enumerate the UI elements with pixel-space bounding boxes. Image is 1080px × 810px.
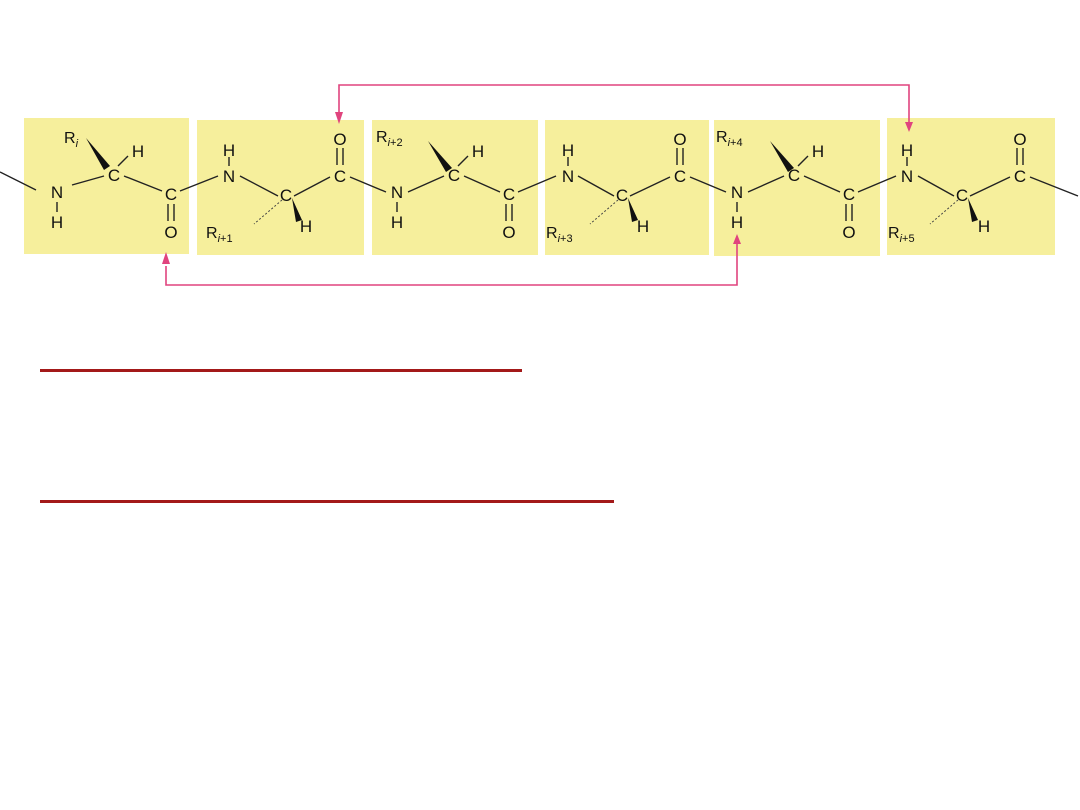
- atom-c: C: [334, 167, 346, 186]
- atom-h: H: [132, 142, 144, 161]
- atom-c: C: [956, 186, 968, 205]
- residue-box-3: [372, 120, 538, 255]
- atom-h: H: [391, 213, 403, 232]
- ch-bonds: [117, 155, 809, 167]
- atom-h: H: [812, 142, 824, 161]
- atom-n: N: [223, 167, 235, 186]
- hydrogen-bond-top: [335, 84, 913, 132]
- atom-c: C: [108, 166, 120, 185]
- r-group-label-6: Ri+5: [888, 225, 915, 245]
- atom-c: C: [503, 185, 515, 204]
- atom-n: N: [731, 183, 743, 202]
- side-bonds: [56, 148, 1024, 221]
- r-group-label-3: Ri+2: [376, 129, 403, 149]
- atom-h: H: [300, 217, 312, 236]
- atom-o: O: [502, 223, 515, 242]
- residue-box-4: [545, 120, 709, 255]
- atom-h: H: [731, 213, 743, 232]
- residue-box-6: [887, 118, 1055, 255]
- r-group-label-1: Ri: [64, 130, 79, 150]
- atom-o: O: [333, 130, 346, 149]
- atom-h: H: [472, 142, 484, 161]
- hydrogen-bond-bottom: [162, 234, 741, 286]
- atom-n: N: [391, 183, 403, 202]
- residue-box-1: [24, 118, 189, 254]
- atom-o: O: [673, 130, 686, 149]
- atom-h: H: [562, 141, 574, 160]
- residue-box-5: [714, 120, 880, 256]
- atom-c: C: [843, 185, 855, 204]
- arrow-down-icon: [335, 112, 343, 124]
- atom-c: C: [165, 185, 177, 204]
- atom-n: N: [901, 167, 913, 186]
- atom-h: H: [637, 217, 649, 236]
- atom-c: C: [1014, 167, 1026, 186]
- atom-n: N: [51, 183, 63, 202]
- atom-h: H: [51, 213, 63, 232]
- atom-n: N: [562, 167, 574, 186]
- underline-rule-1: [40, 369, 522, 372]
- wedge-bonds: [86, 138, 978, 222]
- atom-c: C: [280, 186, 292, 205]
- peptide-alpha-helix-hbond-diagram: N H C H C O H N C H O C N H C H C O H N …: [0, 84, 1079, 286]
- r-group-label-4: Ri+3: [546, 225, 573, 245]
- arrow-up-icon: [733, 234, 741, 244]
- atom-o: O: [842, 223, 855, 242]
- atom-h: H: [978, 217, 990, 236]
- r-group-label-2: Ri+1: [206, 225, 233, 245]
- underline-rule-2: [40, 500, 614, 503]
- atom-o: O: [1013, 130, 1026, 149]
- atom-h: H: [223, 141, 235, 160]
- residue-boxes: [24, 118, 1055, 256]
- r-group-label-5: Ri+4: [716, 129, 743, 149]
- arrow-down-icon: [905, 122, 913, 132]
- atom-c: C: [674, 167, 686, 186]
- atom-c: C: [788, 166, 800, 185]
- backbone-bonds: [0, 171, 1079, 197]
- atom-labels: N H C H C O H N C H O C N H C H C O H N …: [51, 130, 1027, 242]
- atom-h: H: [901, 141, 913, 160]
- r-group-labels: Ri Ri+1 Ri+2 Ri+3 Ri+4 Ri+5: [64, 129, 915, 245]
- arrow-up-icon: [162, 252, 170, 264]
- atom-o: O: [164, 223, 177, 242]
- residue-box-2: [197, 120, 364, 255]
- atom-c: C: [448, 166, 460, 185]
- atom-c: C: [616, 186, 628, 205]
